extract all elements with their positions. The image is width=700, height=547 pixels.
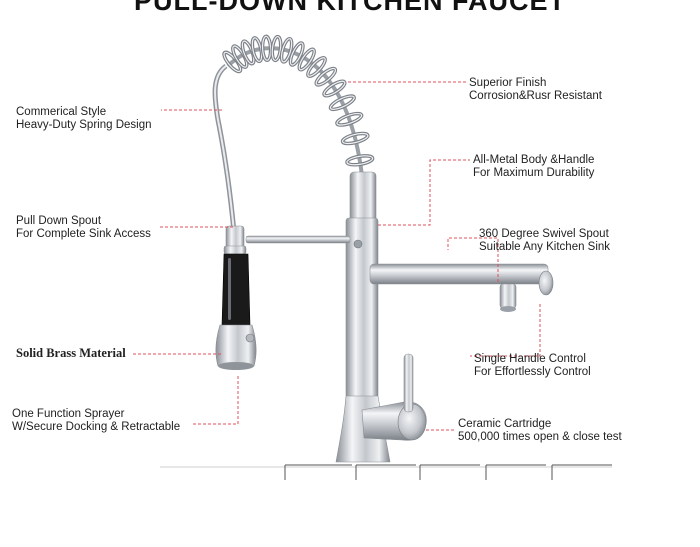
- callout-line: One Function Sprayer: [12, 408, 125, 420]
- spring-coil-highlight: [323, 80, 346, 97]
- callout-line: For Maximum Durability: [473, 167, 595, 179]
- spring-coil-highlight: [307, 57, 326, 77]
- spring-collar: [349, 171, 377, 223]
- leader-all-metal: [378, 159, 470, 226]
- callout-commercial-style: Commerical Style Heavy-Duty Spring Desig…: [16, 106, 152, 132]
- callout-line: For Effortlessly Control: [474, 366, 591, 378]
- sprayer-button: [245, 333, 255, 343]
- spring-coil-highlight: [341, 132, 369, 145]
- page-title: PULL-DOWN KITCHEN FAUCET: [134, 0, 566, 16]
- callout-one-function-sprayer: One Function Sprayer W/Secure Docking & …: [12, 408, 180, 434]
- callout-line: 360 Degree Swivel Spout: [479, 228, 609, 240]
- spring-coil-highlight: [280, 38, 293, 63]
- callout-line: Pull Down Spout: [16, 215, 102, 227]
- callout-swivel-spout: 360 Degree Swivel Spout Suitable Any Kit…: [479, 228, 610, 254]
- spring-coil-highlight: [289, 42, 304, 66]
- callout-line: Heavy-Duty Spring Design: [16, 119, 152, 131]
- spout-end-cap: [538, 270, 554, 296]
- callout-pull-down-spout: Pull Down Spout For Complete Sink Access: [16, 215, 151, 241]
- outlet-tip: [500, 306, 516, 312]
- leader-single-handle: [470, 304, 541, 357]
- spring-coil-highlight: [261, 35, 272, 61]
- sprayer-grip: [221, 253, 251, 326]
- callout-line: Commerical Style: [16, 106, 107, 118]
- callout-single-handle: Single Handle Control For Effortlessly C…: [474, 353, 591, 379]
- sprayer-grip-highlight: [228, 258, 231, 320]
- spring-core: [226, 46, 364, 177]
- leader-one-function-sprayer: [193, 376, 239, 425]
- deck-strip: [160, 464, 612, 480]
- callout-line: Corrosion&Rusr Resistant: [469, 90, 602, 102]
- callout-line: For Complete Sink Access: [16, 228, 151, 240]
- spring-coil-highlight: [329, 95, 355, 110]
- spring-coil-highlight: [298, 48, 315, 71]
- callout-line: Ceramic Cartridge: [458, 418, 552, 430]
- callout-line: Superior Finish: [469, 77, 547, 89]
- callout-all-metal: All-Metal Body &Handle For Maximum Durab…: [473, 154, 594, 180]
- callout-line: W/Secure Docking & Retractable: [12, 421, 181, 433]
- callout-ceramic-cartridge: Ceramic Cartridge 500,000 times open & c…: [458, 418, 622, 444]
- spring-coil-highlight: [315, 67, 337, 86]
- leader-swivel-spout: [447, 237, 499, 282]
- spring-coil-highlight: [271, 35, 282, 62]
- sprayer-head: [215, 324, 257, 367]
- callout-solid-brass: Solid Brass Material: [16, 347, 126, 360]
- callout-line: Single Handle Control: [474, 353, 586, 365]
- body-button: [353, 239, 363, 249]
- pull-down-hose-highlight: [214, 65, 235, 233]
- callout-line: Solid Brass Material: [16, 346, 126, 360]
- callout-superior-finish: Superior Finish Corrosion&Rusr Resistant: [469, 77, 602, 103]
- handle-lever: [403, 353, 414, 413]
- spring-coil-highlight: [346, 155, 374, 166]
- sprayer-top-ring: [223, 245, 247, 255]
- sprayer-nozzle-face: [218, 362, 254, 370]
- holder-arm: [245, 235, 351, 244]
- callout-line: 500,000 times open & close test: [458, 431, 622, 443]
- swivel-spout: [369, 263, 549, 285]
- callout-line: All-Metal Body &Handle: [473, 154, 595, 166]
- spring-coil-highlight: [336, 112, 363, 126]
- spout-outlet: [499, 283, 517, 309]
- callout-line: Suitable Any Kitchen Sink: [479, 241, 611, 253]
- spring-coil: [222, 34, 375, 177]
